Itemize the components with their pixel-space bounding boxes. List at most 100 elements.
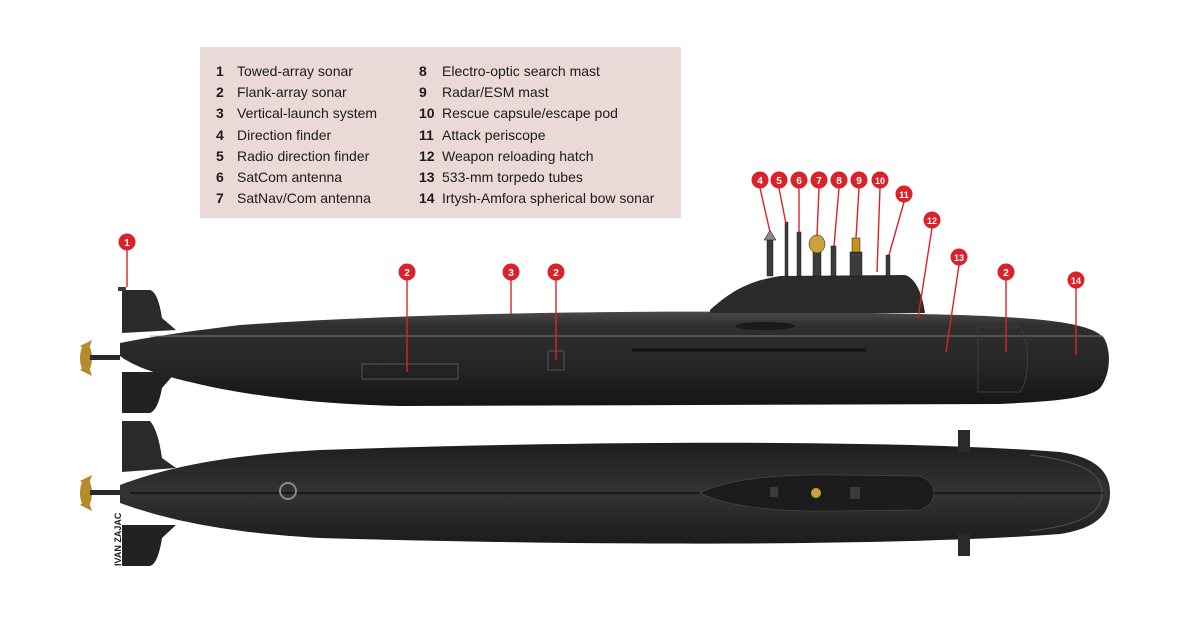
legend-label: Vertical-launch system — [237, 105, 378, 122]
satnav-mast — [812, 249, 822, 277]
callout-number: 10 — [875, 176, 885, 186]
legend-item: 14 Irtysh-Amfora spherical bow sonar — [419, 188, 654, 209]
legend-item: 3 Vertical-launch system — [216, 103, 377, 124]
radar-esm-mast — [849, 251, 863, 277]
callout-number: 5 — [776, 176, 782, 187]
legend-number: 3 — [216, 105, 224, 122]
direction-finder-icon — [763, 229, 777, 241]
mast-group — [763, 221, 891, 277]
legend-label: 533-mm torpedo tubes — [442, 168, 583, 185]
radar-esm-head-icon — [851, 237, 861, 253]
callout-marker: 5 — [770, 171, 788, 225]
mast-top — [770, 487, 778, 497]
callout-marker: 8 — [830, 171, 848, 247]
callout-marker: 2 — [997, 263, 1015, 352]
side-propeller-icon — [80, 340, 120, 376]
legend-number: 6 — [216, 168, 224, 185]
callout-marker: 11 — [888, 185, 913, 256]
side-hull — [120, 311, 1109, 406]
artist-credit: IVAN ZAJAC — [113, 512, 123, 566]
legend-number: 14 — [419, 190, 435, 207]
legend-label: Irtysh-Amfora spherical bow sonar — [442, 190, 655, 207]
legend-number: 8 — [419, 63, 427, 79]
callout-marker: 12 — [917, 211, 941, 319]
legend-number: 2 — [216, 84, 224, 101]
radar-top — [850, 487, 860, 499]
satcom-mast — [796, 231, 802, 277]
callout-number: 7 — [816, 176, 822, 187]
rescue-hatch-icon — [279, 482, 297, 500]
legend-item: 13 533-mm torpedo tubes — [419, 167, 654, 188]
callout-number: 2 — [404, 268, 410, 279]
callout-number: 8 — [836, 176, 842, 187]
satnav-dome-top-icon — [811, 488, 821, 498]
callout-number: 1 — [124, 238, 130, 249]
callout-number: 2 — [553, 268, 559, 279]
legend-number: 11 — [419, 126, 434, 143]
callout-marker: 2 — [547, 263, 565, 360]
legend-label: Rescue capsule/escape pod — [442, 105, 618, 122]
bow-outline — [1029, 454, 1103, 532]
callout-number: 4 — [757, 176, 763, 187]
callout-marker: 1 — [118, 233, 136, 287]
side-view — [80, 221, 1109, 413]
satnav-dome-icon — [808, 234, 826, 254]
callout-number: 3 — [508, 268, 514, 279]
aft-fairing — [412, 392, 460, 398]
towed-array-housing — [118, 287, 126, 291]
legend-item: 6 SatCom antenna — [216, 167, 377, 188]
legend-item: 11 Attack periscope — [419, 125, 654, 146]
legend-number: 12 — [419, 147, 435, 164]
lower-rudder — [122, 372, 176, 413]
callout-marker: 3 — [502, 263, 520, 314]
legend-label: Direction finder — [237, 126, 332, 143]
legend-label: SatNav/Com antenna — [237, 190, 371, 207]
legend-label: SatCom antenna — [237, 168, 343, 185]
legend-label: Radio direction finder — [237, 147, 370, 164]
top-view — [80, 421, 1110, 566]
callout-marker: 2 — [398, 263, 416, 372]
legend-item: 5 Radio direction finder — [216, 146, 377, 167]
reloading-hatch-outline — [735, 322, 795, 330]
callout-marker: 14 — [1067, 271, 1085, 355]
callout-number: 12 — [927, 216, 937, 226]
callout-number: 6 — [796, 176, 802, 187]
callout-number: 2 — [1003, 268, 1009, 279]
legend-item: 2 Flank-array sonar — [216, 82, 377, 103]
legend-item: 9 Radar/ESM mast — [419, 82, 654, 103]
bow-sonar-outline — [977, 326, 1028, 393]
attack-periscope — [885, 254, 891, 277]
legend-label: Electro-optic search mast — [442, 63, 600, 79]
legend-label: Flank-array sonar — [237, 84, 347, 101]
legend-number: 4 — [216, 126, 224, 143]
legend-number: 1 — [216, 63, 224, 79]
top-propeller-icon — [80, 475, 120, 511]
legend-column-2: 8 Electro-optic search mast 9 Radar/ESM ma… — [419, 61, 654, 209]
legend-number: 5 — [216, 147, 224, 164]
callout-marker: 6 — [790, 171, 808, 232]
electro-optic-mast — [830, 245, 837, 277]
legend-item: 4 Direction finder — [216, 125, 377, 146]
legend-number: 9 — [419, 84, 427, 101]
flank-array-outline — [361, 363, 459, 380]
callout-marker: 13 — [945, 248, 968, 353]
legend-item: 1 Towed-array sonar — [216, 61, 377, 82]
legend-label: Towed-array sonar — [237, 63, 353, 79]
sail — [710, 275, 925, 313]
legend-label: Radar/ESM mast — [442, 84, 549, 101]
port-bow-plane — [958, 430, 970, 452]
starboard-bow-plane — [958, 534, 970, 556]
legend-label: Attack periscope — [442, 126, 546, 143]
callout-marker: 10 — [871, 171, 889, 273]
callout-markers: 1 2 3 2 4 — [118, 171, 1085, 372]
callout-marker: 9 — [850, 171, 868, 239]
legend-number: 13 — [419, 168, 435, 185]
radio-df-mast — [784, 221, 789, 277]
